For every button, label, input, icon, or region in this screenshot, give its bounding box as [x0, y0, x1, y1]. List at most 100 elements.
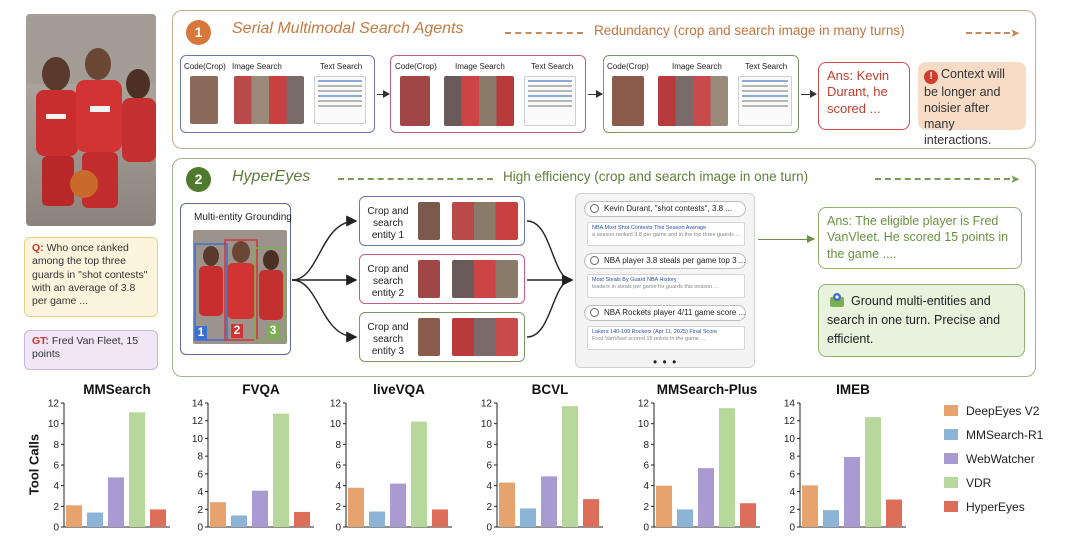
hypereyes-answer: Ans: The eligible player is Fred VanVlee…: [818, 207, 1022, 269]
y-tick-label: 6: [335, 461, 341, 472]
bar-mmsearch-r1: [369, 511, 385, 527]
bar-mmsearch-r1: [87, 512, 103, 527]
legend-item: WebWatcher: [944, 452, 1035, 466]
entity-label-2: Crop and search entity 2: [367, 264, 409, 299]
crop-thumbnail: [400, 76, 430, 126]
search-query-2: NBA player 3.8 steals per game top 3 ...: [584, 253, 746, 269]
search-query-text: Kevin Durant, "shot contests", 3.8 ...: [604, 204, 732, 213]
warning-icon: !: [924, 70, 938, 84]
stage-number-2: 2: [186, 167, 211, 192]
chart-title: BCVL: [531, 382, 569, 397]
map-pin-icon: [830, 293, 844, 307]
y-tick-label: 12: [481, 399, 493, 410]
search-icon: [590, 256, 599, 265]
multi-entity-grounding-box: [180, 203, 291, 355]
legend-label: DeepEyes V2: [966, 404, 1040, 418]
search-query-text: NBA player 3.8 steals per game top 3 ...: [604, 256, 746, 265]
crop-thumbnail: [418, 202, 440, 240]
step-label-image-search: Image Search: [232, 62, 282, 71]
bar-webwatcher: [541, 476, 557, 527]
bar-webwatcher: [108, 477, 124, 527]
serial-agents-title: Serial Multimodal Search Agents: [232, 20, 464, 37]
serial-answer: Ans: Kevin Durant, he scored ...: [818, 62, 910, 130]
text-search-results: [524, 76, 576, 126]
text-search-results: [738, 76, 792, 126]
y-tick-label: 6: [486, 461, 492, 472]
legend-label: MMSearch-R1: [966, 428, 1044, 442]
y-tick-label: 10: [638, 419, 650, 430]
bar-deepeyes-v2: [499, 482, 515, 527]
chevron-right-icon: ➤: [1010, 172, 1021, 186]
serial-agents-subtitle: Redundancy (crop and search image in man…: [594, 23, 905, 38]
bar-vdr: [562, 406, 578, 527]
y-axis-label: Tool Calls: [26, 433, 42, 496]
crop-thumbnail: [418, 260, 440, 298]
bar-hypereyes: [886, 499, 902, 527]
step-label-image-search: Image Search: [672, 62, 722, 71]
result-snippet: leaders in steals per game for guards th…: [592, 284, 719, 291]
y-tick-label: 6: [197, 469, 203, 480]
y-tick-label: 8: [789, 452, 795, 463]
crop-thumbnail: [190, 76, 218, 124]
search-icon: [590, 308, 599, 317]
bar-deepeyes-v2: [210, 502, 226, 527]
basketball-photo: [26, 14, 156, 226]
y-tick-label: 2: [789, 505, 795, 516]
y-tick-label: 0: [335, 523, 341, 534]
crop-thumbnail: [418, 318, 440, 356]
bar-mmsearch-r1: [520, 508, 536, 527]
y-tick-label: 12: [48, 399, 60, 410]
y-tick-label: 6: [643, 461, 649, 472]
bar-webwatcher: [698, 468, 714, 527]
more-results: • • •: [653, 355, 678, 369]
y-tick-label: 0: [53, 523, 59, 534]
grounding-label: Multi-entity Grounding: [194, 212, 292, 223]
y-tick-label: 4: [643, 481, 649, 492]
question-tag: Q:: [32, 242, 44, 254]
y-tick-label: 4: [335, 481, 341, 492]
legend-label: WebWatcher: [966, 452, 1035, 466]
bar-mmsearch-r1: [677, 509, 693, 527]
result-arrow: [758, 235, 815, 243]
bar-hypereyes: [740, 503, 756, 527]
bar-webwatcher: [390, 483, 406, 527]
y-tick-label: 6: [789, 469, 795, 480]
y-tick-label: 12: [192, 416, 204, 427]
y-tick-label: 8: [486, 440, 492, 451]
hypereyes-title: HyperEyes: [232, 168, 311, 185]
chart-title: FVQA: [242, 382, 280, 397]
chart-title: liveVQA: [373, 382, 425, 397]
entity-label-3: Crop and search entity 3: [367, 322, 409, 357]
search-query-3: NBA Rockets player 4/11 game score ...: [584, 305, 746, 321]
step-arrow: [377, 90, 390, 98]
conclusion-text: Ground multi-entities and search in one …: [827, 294, 1001, 346]
bar-webwatcher: [252, 490, 268, 527]
bar-deepeyes-v2: [656, 485, 672, 527]
image-search-results: [452, 260, 518, 298]
question-text: Who once ranked among the top three guar…: [32, 242, 148, 308]
image-search-results: [444, 76, 514, 126]
legend-swatch: [944, 405, 958, 416]
y-tick-label: 0: [643, 523, 649, 534]
chart-title: MMSearch: [83, 382, 151, 397]
step-label-text-search: Text Search: [320, 62, 363, 71]
step-label-image-search: Image Search: [455, 62, 505, 71]
y-tick-label: 4: [53, 481, 59, 492]
legend-item: VDR: [944, 476, 991, 490]
y-tick-label: 0: [197, 523, 203, 534]
bar-deepeyes-v2: [802, 485, 818, 527]
legend-label: HyperEyes: [966, 500, 1025, 514]
legend-item: MMSearch-R1: [944, 428, 1043, 442]
stage-number-1: 1: [186, 20, 211, 45]
legend-swatch: [944, 477, 958, 488]
bar-vdr: [865, 417, 881, 527]
y-tick-label: 10: [784, 434, 796, 445]
legend-item: HyperEyes: [944, 500, 1025, 514]
warning-text: Context will be longer and noisier after…: [924, 67, 1005, 147]
result-snippet: a season ranked 3.8 per game and in the …: [592, 232, 740, 239]
hypereyes-conclusion: Ground multi-entities and search in one …: [818, 284, 1025, 357]
